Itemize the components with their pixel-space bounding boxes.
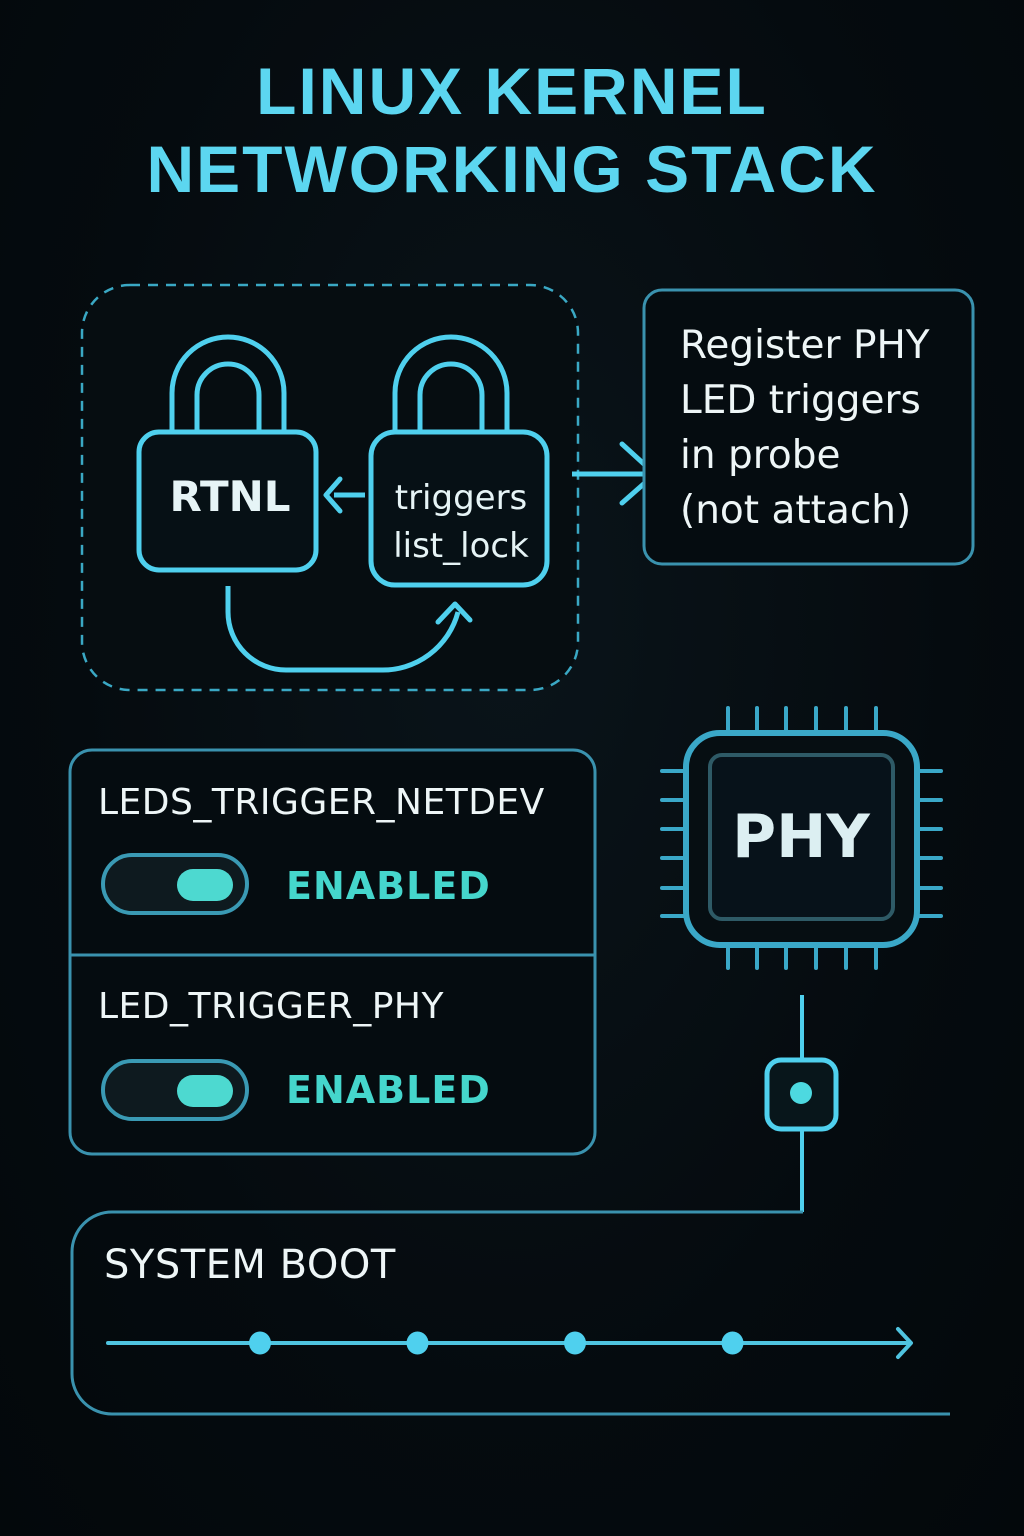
triggers-list-lock-label: triggers list_lock <box>376 474 546 570</box>
arrow-left-icon <box>323 476 365 514</box>
triggers-panel <box>68 748 597 1156</box>
note-line: (not attach) <box>680 488 912 533</box>
toggle-knob <box>177 1075 233 1107</box>
rtnl-padlock-icon <box>136 334 319 573</box>
title-line-2: NETWORKING STACK <box>146 132 878 206</box>
trigger-phy-name: LED_TRIGGER_PHY <box>98 986 444 1027</box>
note-line: in probe <box>680 433 841 478</box>
trigger-phy-status: ENABLED <box>286 1068 491 1112</box>
timeline-milestone <box>249 1331 271 1355</box>
note-line: Register PHY <box>680 323 930 368</box>
connector-line <box>130 995 804 1214</box>
rtnl-lock-label: RTNL <box>169 472 291 521</box>
trigger-phy-toggle[interactable] <box>101 1059 249 1121</box>
trigger-netdev-name: LEDS_TRIGGER_NETDEV <box>98 782 545 823</box>
triggers-list-lock-padlock-icon <box>368 334 550 588</box>
triggers-list-lock-line-1: triggers <box>394 478 528 518</box>
system-boot-label: SYSTEM BOOT <box>104 1242 396 1288</box>
title-line-1: LINUX KERNEL <box>256 54 768 128</box>
timeline-arrowhead-icon <box>896 1327 913 1359</box>
curved-arrow-icon <box>225 586 473 673</box>
note-line: LED triggers <box>680 378 921 423</box>
timeline-milestone <box>721 1331 744 1355</box>
boot-panel <box>70 1210 950 1416</box>
trigger-netdev-status: ENABLED <box>286 864 491 908</box>
phy-chip-label: PHY <box>732 802 870 872</box>
timeline-milestone <box>564 1331 586 1355</box>
connector-node-icon <box>764 1057 839 1132</box>
phy-chip-icon <box>660 706 943 970</box>
trigger-netdev-toggle[interactable] <box>101 853 249 915</box>
page-title: LINUX KERNEL NETWORKING STACK <box>0 52 1024 208</box>
note-text: Register PHY LED triggers in probe (not … <box>680 318 930 538</box>
boot-timeline <box>106 1327 913 1359</box>
triggers-list-lock-line-2: list_lock <box>393 526 529 566</box>
note-box <box>642 288 975 566</box>
toggle-knob <box>177 869 233 901</box>
timeline-milestone <box>406 1331 429 1355</box>
